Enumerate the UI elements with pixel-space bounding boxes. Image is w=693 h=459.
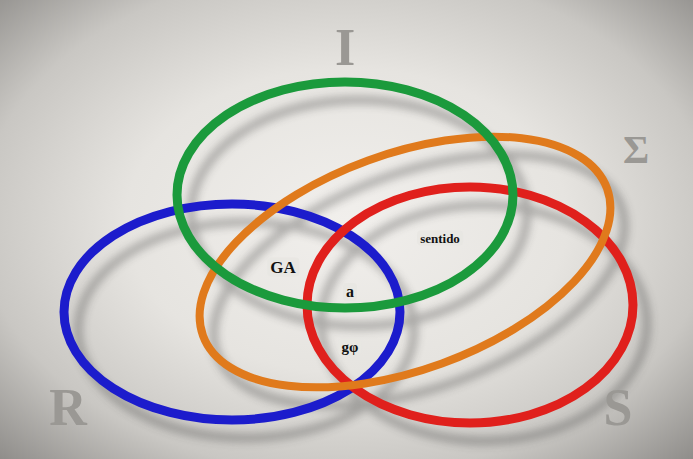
region-label: gφ (339, 339, 362, 356)
ring-letter: I (335, 22, 355, 74)
ring-letter: Σ (623, 130, 649, 170)
region-label: a (343, 283, 357, 301)
orange-ring (166, 87, 644, 437)
green-ring (177, 82, 513, 308)
ring-letter: S (604, 382, 633, 434)
ring-letter: R (49, 382, 87, 434)
region-label: sentido (417, 231, 463, 246)
region-label: GA (267, 258, 299, 277)
